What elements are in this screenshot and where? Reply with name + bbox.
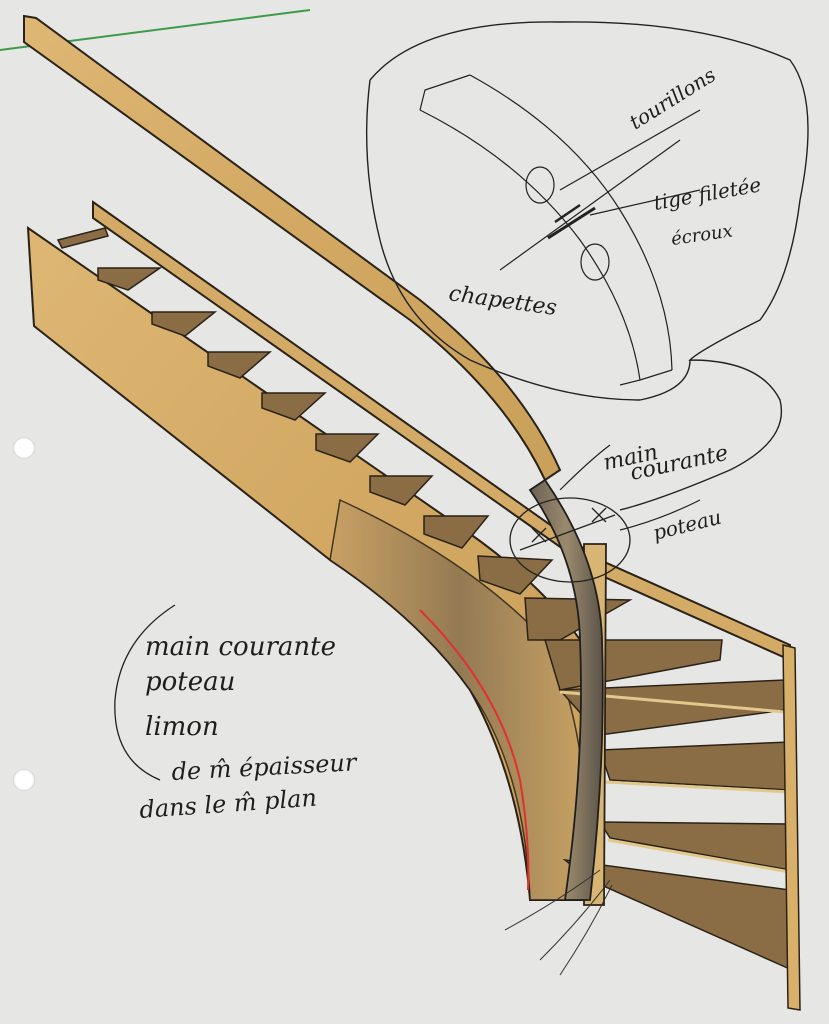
note-line-1: main courante — [145, 632, 336, 662]
note-line-2: poteau — [145, 667, 235, 697]
note-bracket — [114, 604, 176, 781]
note-line-4: de m̂ épaisseur — [171, 748, 359, 786]
label-tourillons: tourillons — [625, 63, 720, 135]
joint-crosses — [519, 507, 616, 551]
label-pointers — [559, 444, 701, 531]
punch-hole-top — [13, 437, 35, 459]
label-ecroux: écroux — [670, 221, 734, 250]
construction-lines — [504, 869, 613, 976]
label-poteau: poteau — [650, 505, 723, 545]
note-line-5: dans le m̂ plan — [138, 784, 317, 824]
red-outline — [419, 609, 530, 891]
joint-circle — [509, 497, 631, 583]
straight-treads — [56, 227, 554, 595]
rail-detail — [419, 74, 701, 386]
detail-bubble — [365, 21, 809, 511]
note-line-3: limon — [145, 712, 219, 742]
label-tige-filetee: tige filetée — [652, 172, 763, 215]
handrail-upper — [23, 14, 562, 482]
label-chapettes: chapettes — [447, 281, 558, 321]
punch-hole-bottom — [13, 769, 35, 791]
handrail-curved — [528, 478, 604, 901]
right-stringer — [782, 644, 801, 1011]
winder-treads — [524, 597, 793, 972]
